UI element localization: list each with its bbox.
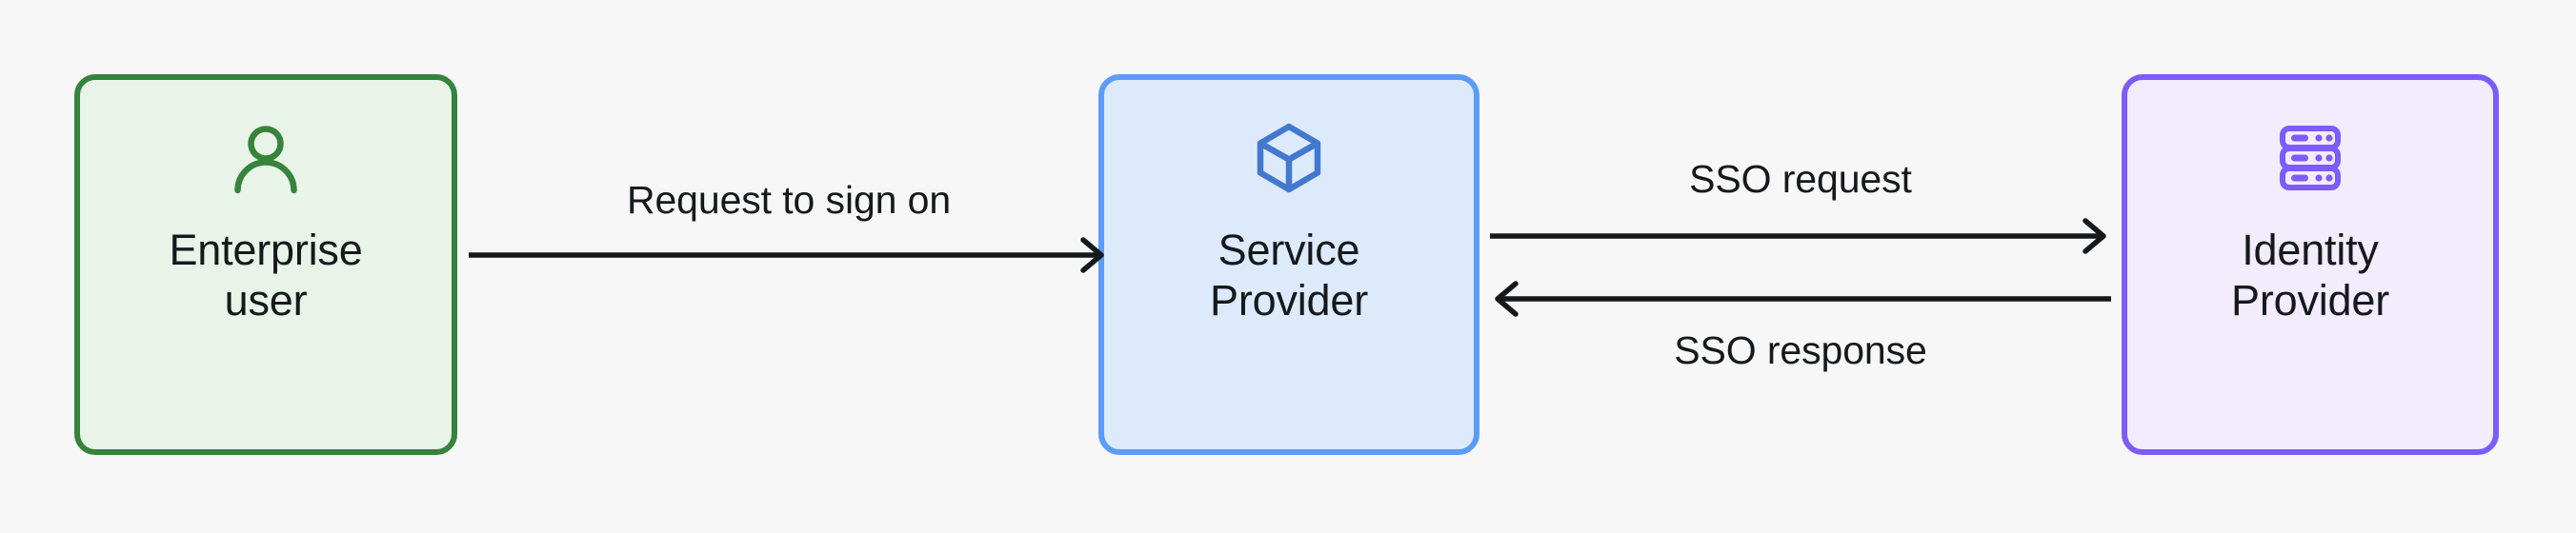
edge-label-request-sign-on: Request to sign on <box>626 178 952 222</box>
edge-arrow-sso-response <box>1495 281 2111 317</box>
node-label-enterprise-user: Enterprise user <box>169 226 363 326</box>
node-label-identity-provider: Identity Provider <box>2231 226 2389 326</box>
edge-label-sso-request: SSO request <box>1689 157 1912 201</box>
node-enterprise-user[interactable]: Enterprise user <box>74 74 457 455</box>
node-label-service-provider: Service Provider <box>1210 226 1368 326</box>
node-service-provider[interactable]: Service Provider <box>1098 74 1479 455</box>
node-identity-provider[interactable]: Identity Provider <box>2122 74 2499 455</box>
edge-arrow-request-sign-on <box>469 237 1104 273</box>
cube-icon <box>1257 123 1321 193</box>
edge-arrow-sso-request <box>1490 218 2106 254</box>
user-icon <box>234 126 297 194</box>
edge-label-sso-response: SSO response <box>1674 328 1927 372</box>
server-icon <box>2280 126 2341 190</box>
